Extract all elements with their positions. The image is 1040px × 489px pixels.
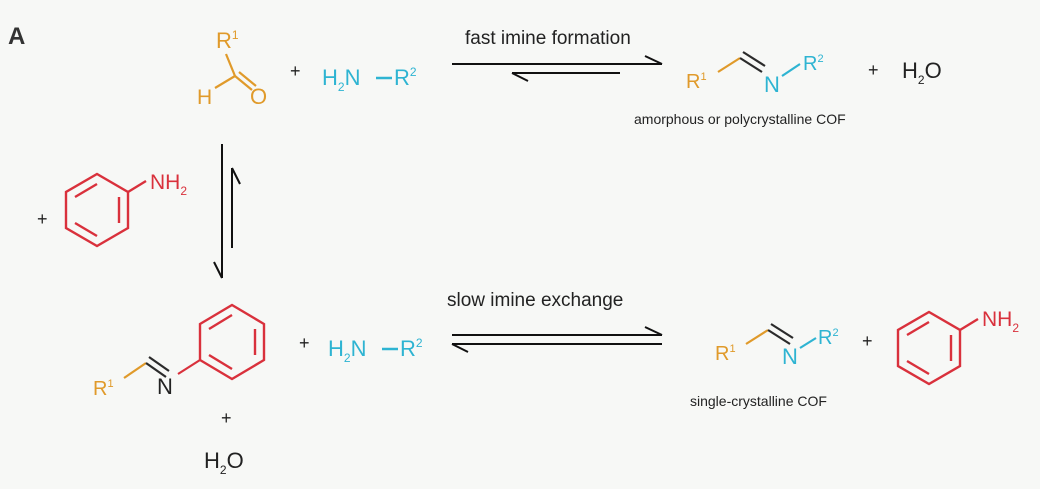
imine-bottom-r1: R1 [715, 343, 736, 365]
imine-top: R1 N R2 [686, 51, 824, 97]
aniline-product-ring [896, 310, 962, 386]
amine-bottom-h2n: H2N [328, 336, 366, 365]
aldehyde-bond-h [214, 75, 236, 89]
slow-label: slow imine exchange [447, 290, 623, 311]
imine-bottom-n: N [782, 344, 798, 369]
equilibrium-arrow-top [452, 55, 663, 82]
imine-top-r1: R1 [686, 71, 707, 93]
amine-bottom: H2N R2 [328, 336, 423, 365]
aldehyde-r1: R1 [216, 28, 239, 53]
water-bottom: H2O [204, 448, 244, 477]
plus-2: + [868, 60, 879, 80]
imine-bottom-r2: R2 [818, 327, 839, 349]
plus-1: + [290, 61, 301, 81]
amine-top-h2n: H2N [322, 65, 360, 94]
aldehyde-double-bond-2 [238, 71, 257, 87]
water-top: H2O [902, 58, 942, 87]
aldehyde-h: H [197, 86, 212, 109]
amorphous-label: amorphous or polycrystalline COF [634, 111, 846, 127]
aryl-imine-r1: R1 [93, 378, 114, 400]
aniline-product [896, 310, 979, 386]
equilibrium-arrow-vertical [213, 144, 241, 279]
imine-top-r2: R2 [803, 53, 824, 75]
aniline-product-nh2: NH2 [982, 308, 1019, 335]
fast-label: fast imine formation [465, 28, 631, 49]
plus-5: + [299, 333, 310, 353]
imine-bottom: R1 N R2 [715, 323, 839, 369]
amine-top: H2N R2 [322, 65, 417, 94]
single-label: single-crystalline COF [690, 393, 827, 409]
aryl-imine-n: N [157, 374, 173, 399]
aryl-imine-ring [198, 303, 266, 381]
plus-6: + [862, 331, 873, 351]
aldehyde-bond-r1 [224, 53, 237, 77]
amine-top-r2: R2 [394, 65, 417, 90]
aldehyde-top: R1 H O [197, 28, 267, 109]
aniline-reagent-ring [64, 172, 130, 248]
aldehyde-o: O [250, 84, 267, 109]
aniline-reagent [64, 172, 147, 248]
equilibrium-arrow-bottom [451, 326, 663, 353]
amine-bottom-r2: R2 [400, 336, 423, 361]
imine-top-n: N [764, 72, 780, 97]
plus-4: + [221, 408, 232, 428]
panel-label: A [8, 23, 25, 50]
aryl-imine: R1 N [93, 303, 266, 400]
aniline-reagent-nh2: NH2 [150, 171, 187, 198]
aldehyde-double-bond-1 [234, 75, 253, 91]
plus-3: + [37, 209, 48, 229]
